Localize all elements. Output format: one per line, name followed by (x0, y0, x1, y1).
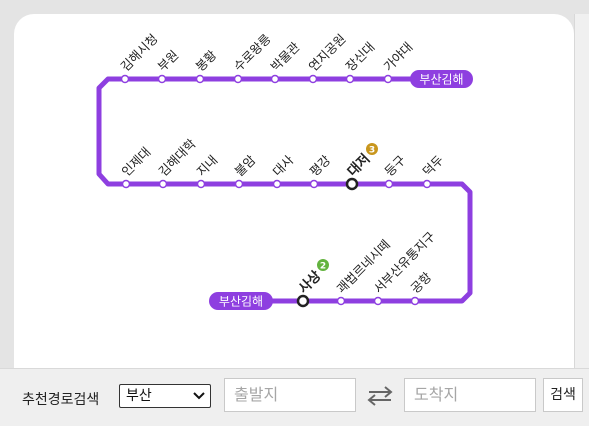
station-label: 연지공원 (306, 31, 349, 74)
transfer-station-dot[interactable] (296, 294, 310, 308)
station-label: 공항 (408, 269, 435, 296)
route-search-label: 추천경로검색 (22, 392, 100, 408)
origin-input[interactable]: 출발지 (224, 378, 356, 412)
search-button[interactable]: 검색 (543, 378, 583, 412)
scrollbar[interactable] (574, 14, 589, 369)
station-dot[interactable] (234, 179, 244, 189)
transfer-station-dot[interactable] (345, 177, 359, 191)
route-line (96, 76, 473, 304)
station-label: 수로왕릉 (231, 31, 274, 74)
station-dot[interactable] (272, 179, 282, 189)
terminus-label-top: 부산김해 (419, 73, 463, 87)
swap-icon[interactable] (366, 385, 394, 407)
transfer-badge (317, 259, 329, 271)
station-dot[interactable] (196, 179, 206, 189)
station-label: 덕두 (420, 152, 447, 179)
station-label: 평강 (307, 152, 334, 179)
city-select-value: 부산 (126, 388, 152, 404)
station-label: 봉황 (193, 47, 220, 74)
city-select[interactable]: 부산 (119, 384, 211, 408)
station-label: 등구 (382, 152, 409, 179)
station-label: 지내 (194, 152, 221, 179)
station-label: 사상 (296, 268, 325, 297)
station-dot[interactable] (157, 74, 167, 84)
station-label: 김해시청 (118, 31, 161, 74)
station-label: 김해대학 (156, 136, 199, 179)
station-dot[interactable] (422, 179, 432, 189)
transfer-badge-number: 3 (369, 146, 375, 156)
station-dot[interactable] (233, 74, 243, 84)
station-dot[interactable] (336, 296, 346, 306)
transfer-badge (366, 143, 378, 155)
station-dot[interactable] (120, 74, 130, 84)
route-search-bar: 추천경로검색 부산 출발지 도착지 검색 (0, 368, 589, 426)
terminus-label-top-pill (410, 70, 473, 88)
station-dot[interactable] (383, 74, 393, 84)
station-label: 대사 (270, 152, 297, 179)
station-dot[interactable] (345, 74, 355, 84)
origin-placeholder: 출발지 (234, 385, 279, 404)
station-dot[interactable] (373, 296, 383, 306)
station-dot[interactable] (309, 179, 319, 189)
destination-input[interactable]: 도착지 (404, 378, 536, 412)
station-dot[interactable] (384, 179, 394, 189)
station-dot[interactable] (195, 74, 205, 84)
transfer-badge-number: 2 (320, 262, 326, 272)
station-label: 부원 (155, 47, 182, 74)
station-label: 박물관 (268, 39, 303, 74)
station-label: 가야대 (381, 39, 416, 74)
chevron-down-icon (193, 392, 205, 400)
station-label: 장신대 (343, 39, 378, 74)
station-dot[interactable] (158, 179, 168, 189)
station-dot[interactable] (121, 179, 131, 189)
terminus-label-bottom: 부산김해 (219, 295, 263, 309)
station-dot[interactable] (308, 74, 318, 84)
terminus-label-bottom-pill (209, 292, 273, 310)
station-label: 불암 (232, 152, 259, 179)
station-dot[interactable] (270, 74, 280, 84)
station-dot[interactable] (410, 296, 420, 306)
destination-placeholder: 도착지 (414, 385, 459, 404)
station-label: 인제대 (119, 144, 154, 179)
